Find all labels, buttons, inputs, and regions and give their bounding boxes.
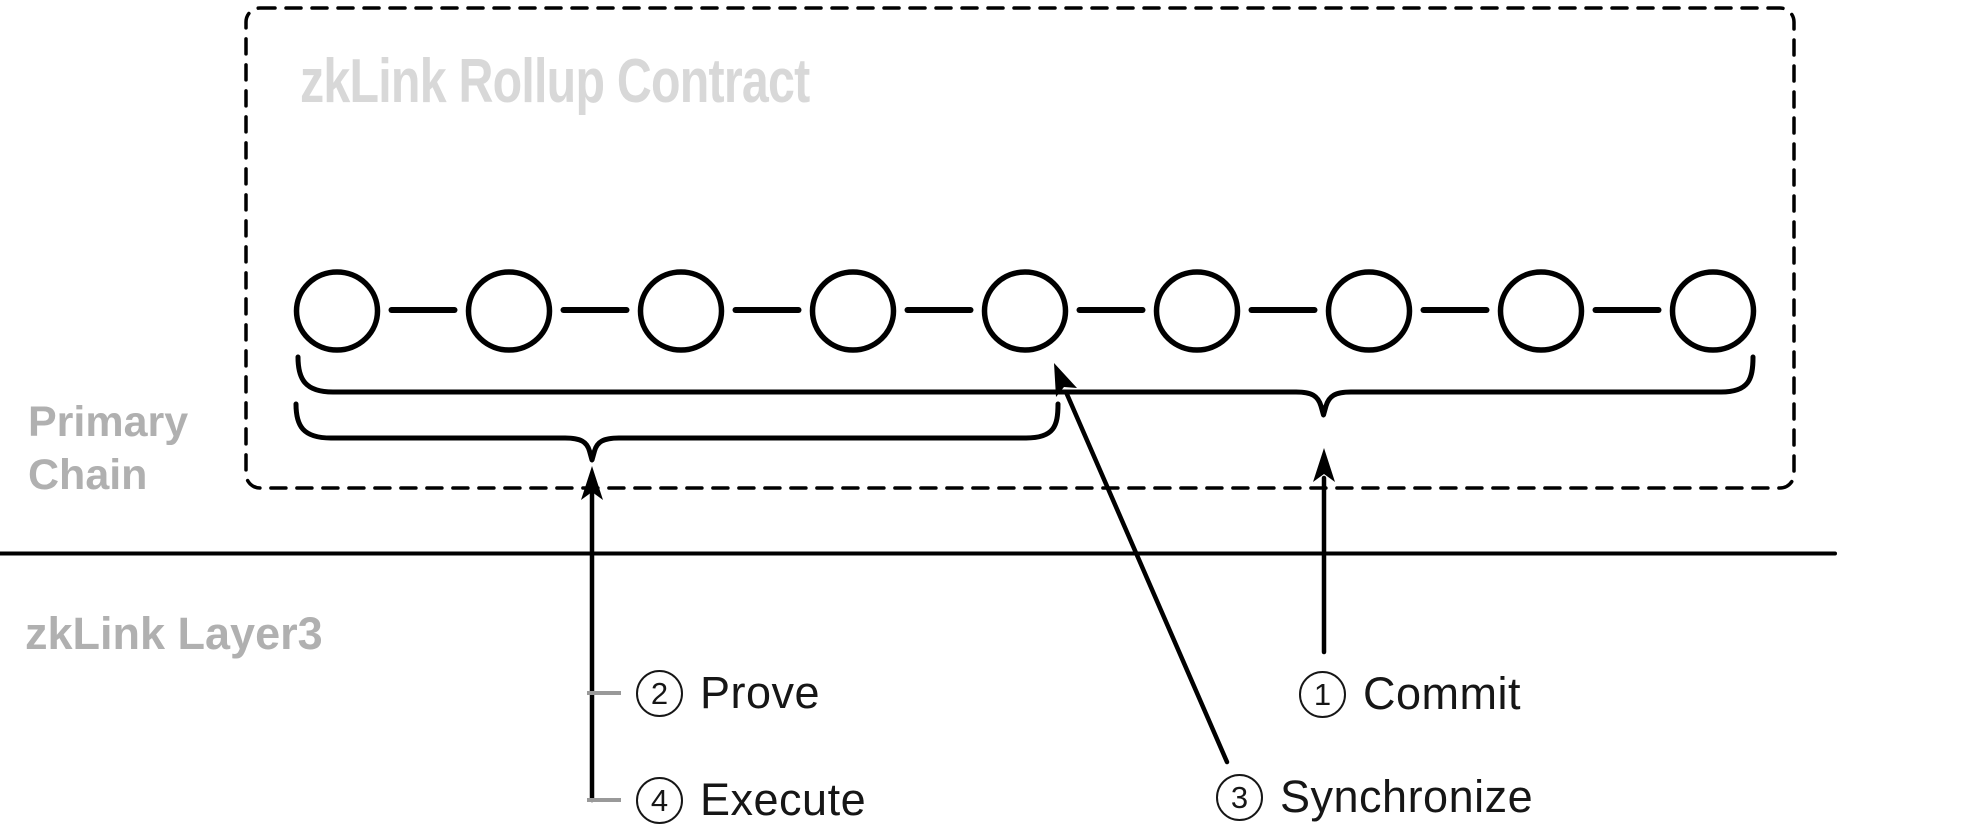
chain-node	[1153, 269, 1241, 353]
chain-node	[809, 269, 897, 353]
step-label: Synchronize	[1280, 771, 1534, 822]
rollup-contract-boundary	[244, 6, 1796, 490]
chain-node	[1669, 269, 1757, 353]
block-chain	[293, 269, 1757, 353]
commit-arrowhead-icon	[1313, 448, 1335, 482]
step-number-badge: 1	[1299, 670, 1346, 718]
step-prove: 2 Prove	[636, 667, 820, 719]
step-synchronize: 3 Synchronize	[1216, 771, 1533, 823]
synchronize-arrowhead-icon	[1054, 363, 1077, 397]
step-label: Execute	[700, 774, 867, 825]
step-number-badge: 3	[1216, 773, 1263, 821]
zklink-layer3-label: zkLink Layer3	[25, 608, 323, 659]
step-number-badge: 4	[636, 776, 683, 824]
chain-node	[293, 269, 381, 353]
step-commit: 1 Commit	[1299, 668, 1521, 720]
primary-chain-label: Primary Chain	[28, 398, 189, 499]
prove-execute-arrowhead-icon	[581, 466, 603, 500]
chain-node	[1325, 269, 1413, 353]
step-label: Commit	[1363, 668, 1521, 719]
chain-node	[465, 269, 553, 353]
step-label: Prove	[700, 667, 821, 718]
step-number-badge: 2	[636, 669, 683, 717]
synchronize-arrow-shaft	[1063, 389, 1230, 765]
bottom-brace	[293, 401, 1061, 463]
step-execute: 4 Execute	[636, 774, 866, 826]
top-brace	[295, 354, 1756, 418]
chain-node	[637, 269, 725, 353]
chain-node	[1497, 269, 1585, 353]
chain-node	[981, 269, 1069, 353]
rollup-contract-title: zkLink Rollup Contract	[300, 47, 810, 116]
